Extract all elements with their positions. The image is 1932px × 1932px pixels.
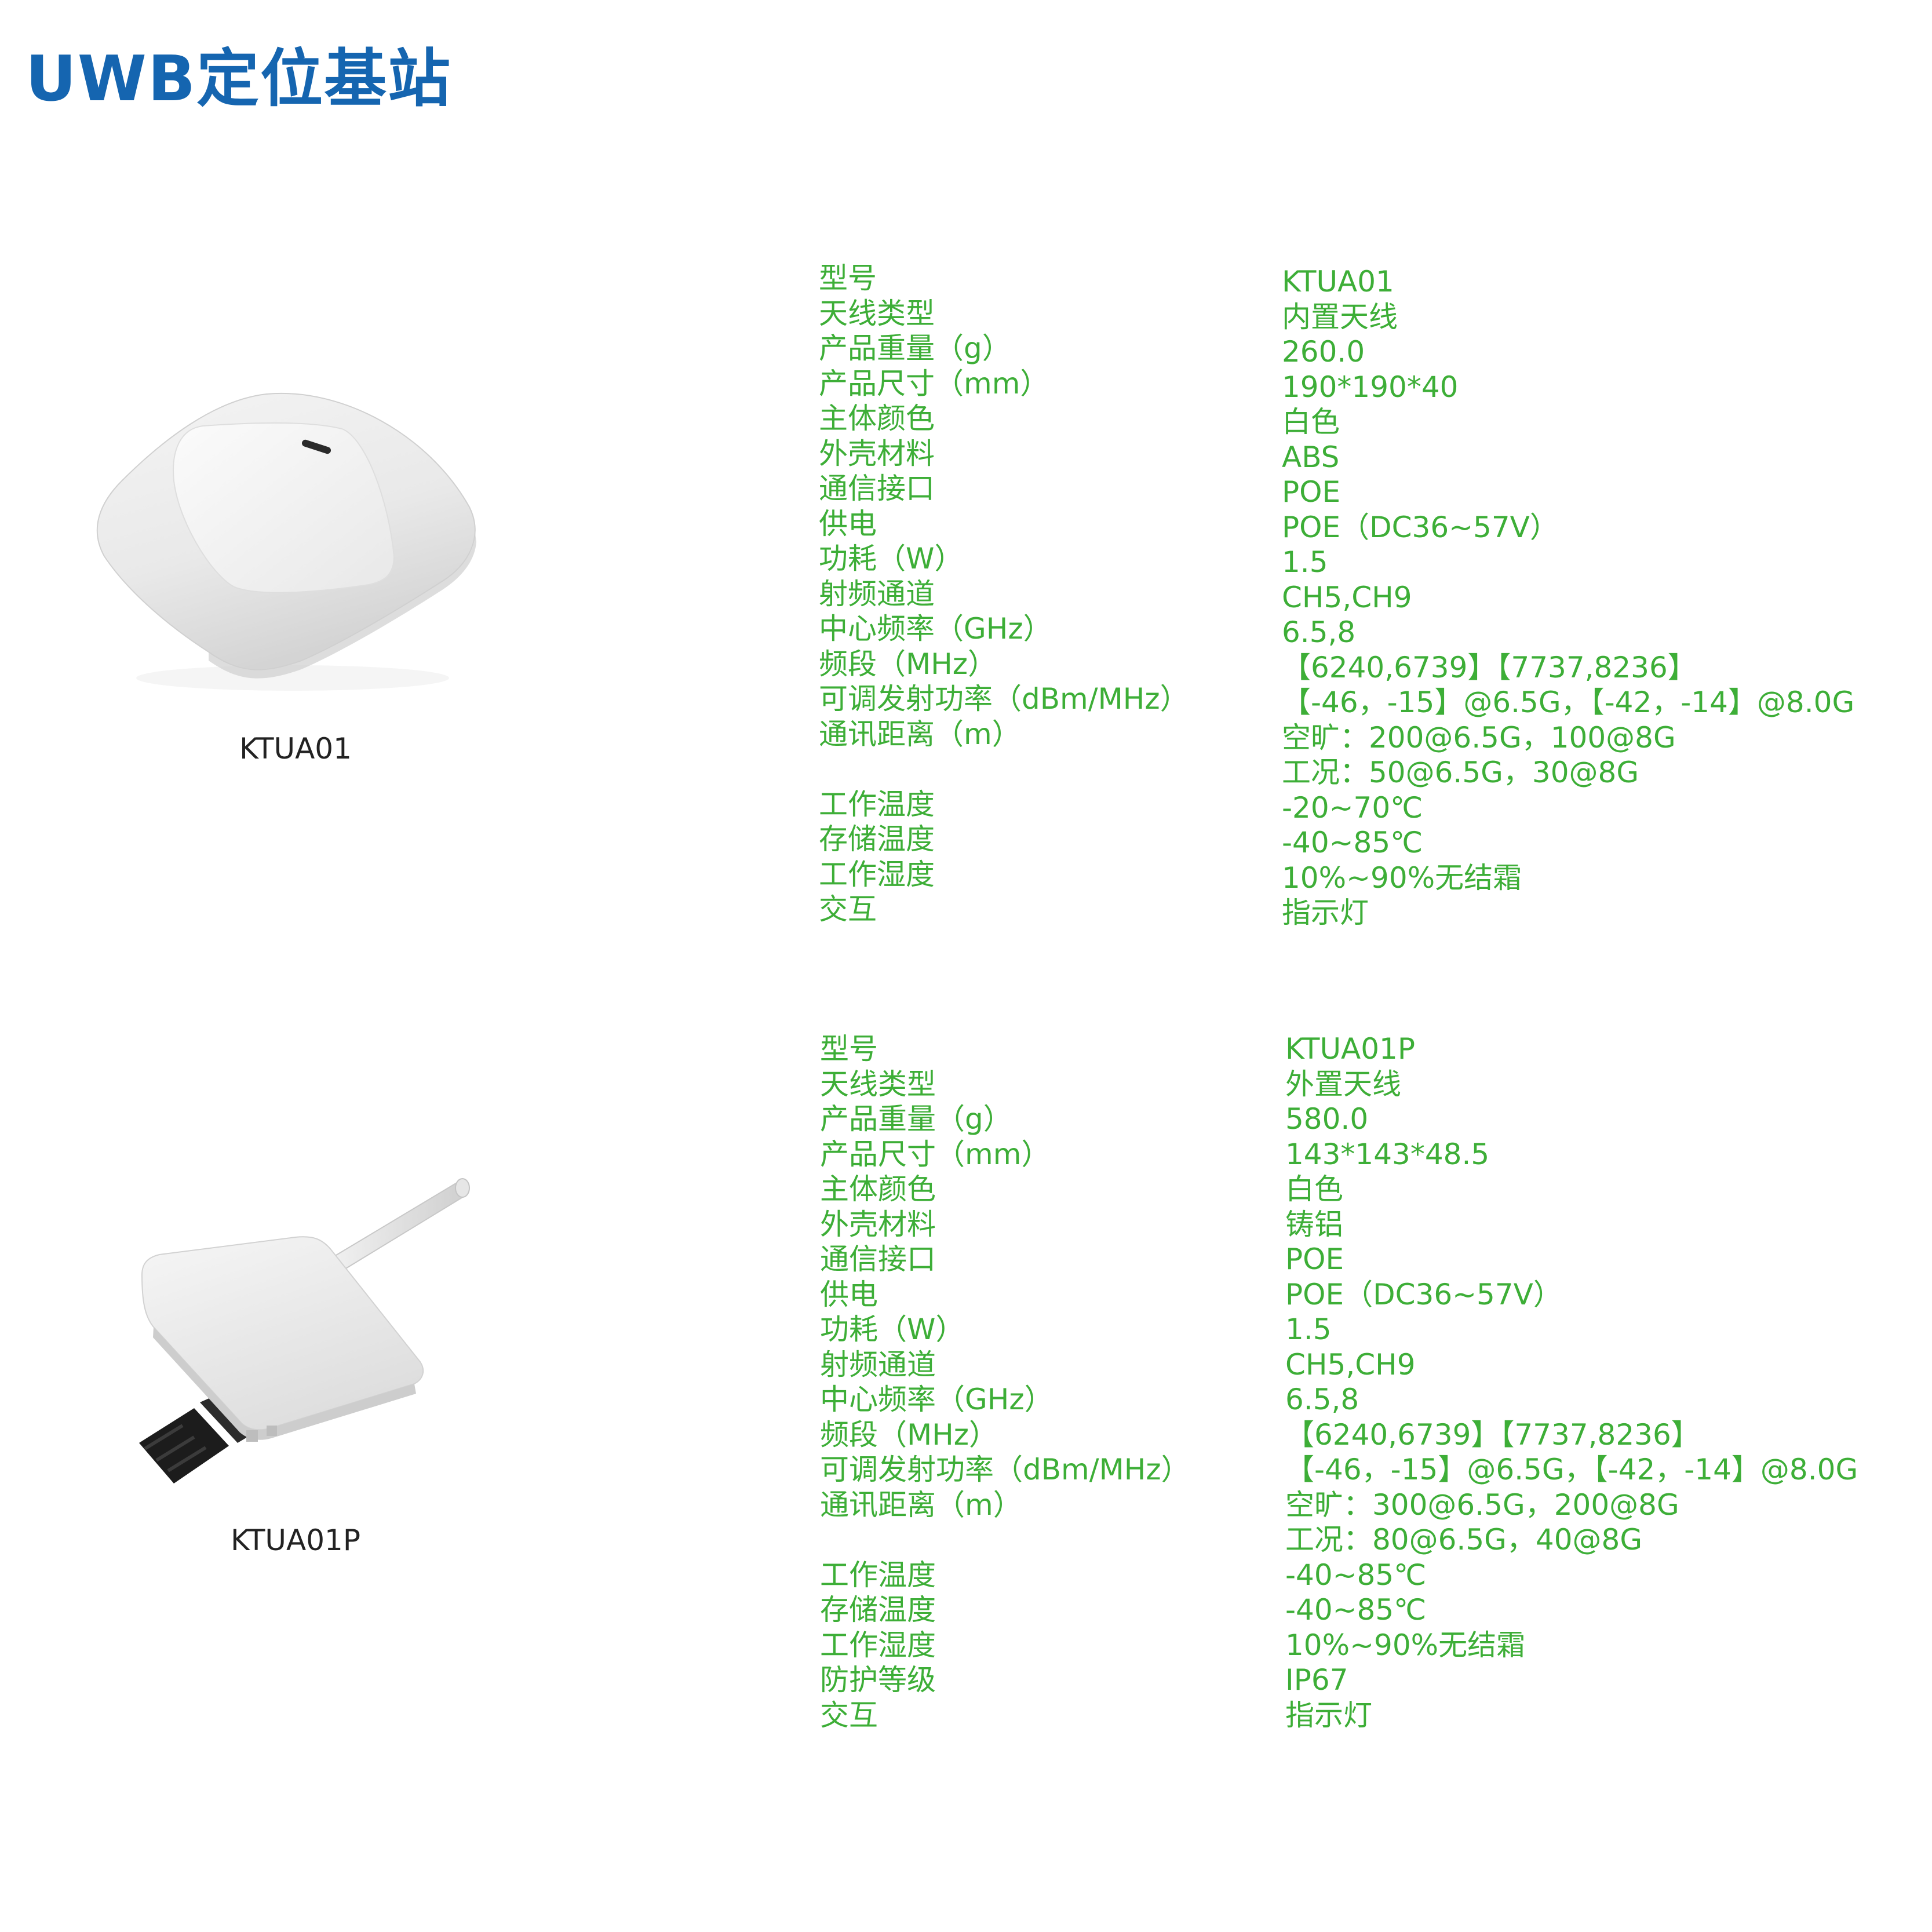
- spec-label: 防护等级: [820, 1663, 936, 1697]
- ktua01p-spec-labels: 型号 天线类型 产品重量（g） 产品尺寸（mm） 主体颜色 外壳材料 通信接口 …: [820, 1031, 1190, 1733]
- spec-label: 型号: [819, 261, 877, 295]
- spec-value: CH5,CH9: [1285, 1347, 1416, 1381]
- spec-label: 存储温度: [819, 822, 935, 856]
- ktua01p-spec-values: KTUA01P 外置天线 580.0 143*143*48.5 白色 铸铝 PO…: [1285, 1031, 1858, 1733]
- spec-label: 工作湿度: [819, 857, 935, 891]
- spec-label: 工作湿度: [820, 1628, 936, 1662]
- spec-label: 功耗（W）: [820, 1313, 965, 1346]
- spec-value: KTUA01: [1282, 265, 1394, 298]
- spec-label: [819, 752, 1189, 787]
- spec-label: 交互: [819, 892, 877, 926]
- spec-value: -40~85℃: [1285, 1593, 1427, 1627]
- spec-value: 白色: [1285, 1172, 1343, 1206]
- spec-label: 通讯距离（m）: [820, 1488, 1022, 1522]
- spec-value: 铸铝: [1285, 1207, 1343, 1241]
- spec-value: 1.5: [1282, 545, 1328, 579]
- spec-label: 交互: [820, 1698, 878, 1732]
- spec-value: 指示灯: [1285, 1698, 1372, 1732]
- spec-label: 通讯距离（m）: [819, 717, 1021, 751]
- spec-value: -40~85℃: [1285, 1558, 1427, 1592]
- spec-label: 主体颜色: [820, 1172, 936, 1206]
- spec-label: 产品重量（g）: [820, 1102, 1012, 1136]
- spec-label: 通信接口: [820, 1242, 936, 1276]
- spec-label: 型号: [820, 1032, 878, 1066]
- page-title: UWB定位基站: [25, 43, 452, 115]
- spec-label: 产品尺寸（mm）: [819, 366, 1049, 400]
- spec-label: 工作温度: [819, 787, 935, 821]
- spec-label: 供电: [819, 506, 877, 541]
- spec-value: 【6240,6739】【7737,8236】: [1285, 1417, 1700, 1452]
- spec-label: 中心频率（GHz）: [819, 612, 1052, 646]
- ktua01p-product-image: [127, 1171, 487, 1495]
- spec-value: 10%~90%无结霜: [1282, 861, 1522, 895]
- spec-value: 外置天线: [1285, 1067, 1401, 1101]
- spec-value: 【-46，-15】@6.5G，【-42，-14】@8.0G: [1285, 1453, 1858, 1486]
- spec-value: 6.5,8: [1282, 615, 1356, 649]
- spec-value: POE（DC36~57V）: [1285, 1277, 1562, 1311]
- ktua01p-caption: KTUA01P: [230, 1523, 361, 1557]
- spec-label: 可调发射功率（dBm/MHz）: [820, 1453, 1190, 1486]
- spec-label: 供电: [820, 1277, 878, 1311]
- spec-value: 580.0: [1285, 1102, 1369, 1136]
- spec-value: POE（DC36~57V）: [1282, 510, 1559, 544]
- spec-label: 天线类型: [820, 1067, 936, 1101]
- ktua01-caption: KTUA01: [239, 732, 352, 765]
- spec-value: POE: [1285, 1242, 1344, 1276]
- spec-value: 190*190*40: [1282, 370, 1459, 404]
- spec-label: 存储温度: [820, 1593, 936, 1627]
- spec-label: 射频通道: [819, 577, 935, 611]
- spec-value: 260.0: [1282, 335, 1365, 369]
- spec-value: 10%~90%无结霜: [1285, 1628, 1526, 1662]
- spec-label: 主体颜色: [819, 402, 935, 435]
- spec-label: 可调发射功率（dBm/MHz）: [819, 682, 1189, 716]
- spec-label: 功耗（W）: [819, 542, 964, 575]
- spec-value: 空旷：300@6.5G，200@8G: [1285, 1488, 1679, 1522]
- spec-label: 产品尺寸（mm）: [820, 1137, 1051, 1171]
- spec-value: 工况：80@6.5G，40@8G: [1285, 1523, 1643, 1556]
- spec-label: 频段（MHz）: [820, 1417, 998, 1452]
- spec-value: 空旷：200@6.5G，100@8G: [1282, 720, 1676, 754]
- spec-value: 1.5: [1285, 1313, 1332, 1346]
- spec-value: ABS: [1282, 440, 1340, 474]
- spec-value: 工况：50@6.5G，30@8G: [1282, 756, 1639, 789]
- spec-value: 【6240,6739】【7737,8236】: [1282, 650, 1697, 684]
- ktua01-spec-values: KTUA01 内置天线 260.0 190*190*40 白色 ABS POE …: [1282, 264, 1854, 931]
- spec-value: POE: [1282, 475, 1341, 509]
- spec-value: 【-46，-15】@6.5G，【-42，-14】@8.0G: [1282, 686, 1855, 719]
- spec-label: 外壳材料: [819, 436, 935, 471]
- spec-value: CH5,CH9: [1282, 580, 1412, 614]
- spec-label: [820, 1522, 1190, 1558]
- spec-value: 143*143*48.5: [1285, 1137, 1490, 1171]
- spec-value: 白色: [1282, 405, 1340, 439]
- spec-label: 通信接口: [819, 472, 935, 505]
- spec-label: 天线类型: [819, 296, 935, 330]
- spec-value: IP67: [1285, 1663, 1348, 1697]
- ktua01-product-image: [93, 382, 487, 707]
- spec-value: 6.5,8: [1285, 1383, 1359, 1416]
- spec-value: -40~85℃: [1282, 826, 1423, 859]
- spec-label: 工作温度: [820, 1558, 936, 1592]
- spec-value: KTUA01P: [1285, 1032, 1416, 1066]
- spec-value: 内置天线: [1282, 300, 1398, 334]
- spec-label: 射频通道: [820, 1347, 936, 1381]
- spec-label: 外壳材料: [820, 1207, 936, 1241]
- spec-label: 产品重量（g）: [819, 331, 1011, 365]
- spec-label: 频段（MHz）: [819, 647, 997, 681]
- ktua01-spec-labels: 型号 天线类型 产品重量（g） 产品尺寸（mm） 主体颜色 外壳材料 通信接口 …: [819, 261, 1189, 927]
- spec-value: -20~70℃: [1282, 790, 1423, 825]
- spec-value: 指示灯: [1282, 896, 1369, 929]
- spec-label: 中心频率（GHz）: [820, 1383, 1054, 1416]
